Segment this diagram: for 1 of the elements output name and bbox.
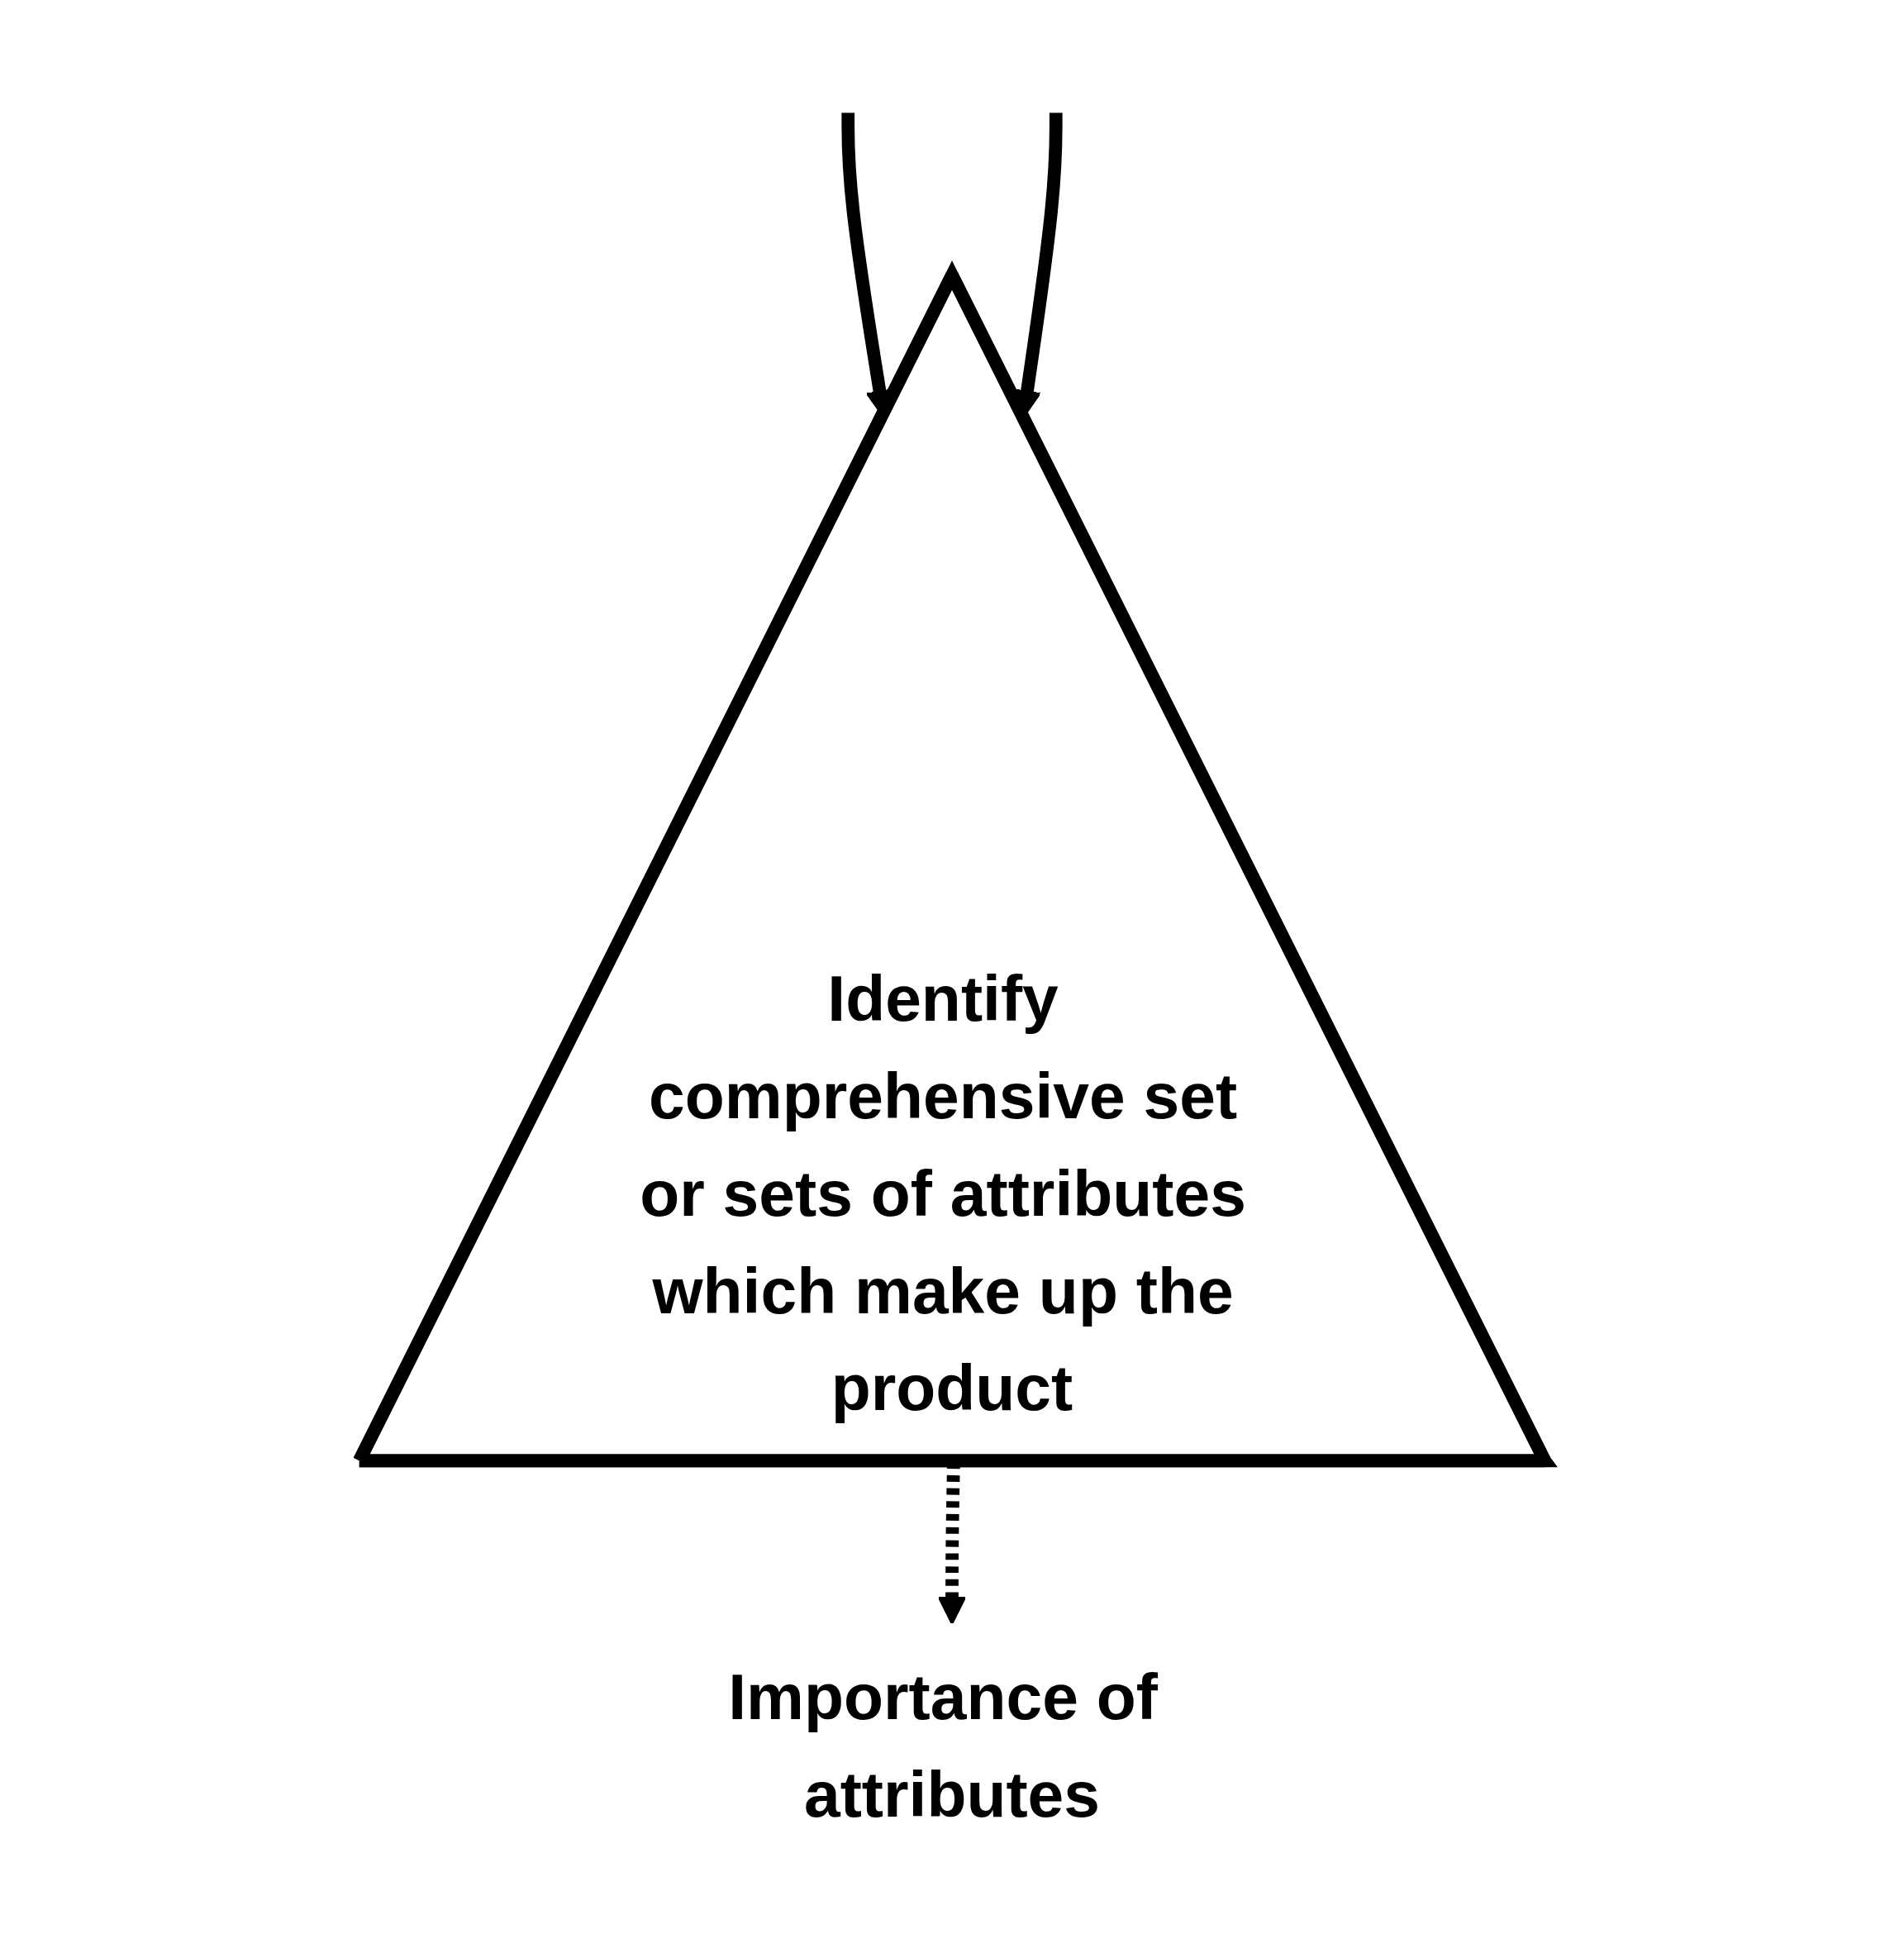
node-text: Importance of attributes — [728, 1660, 1158, 1830]
